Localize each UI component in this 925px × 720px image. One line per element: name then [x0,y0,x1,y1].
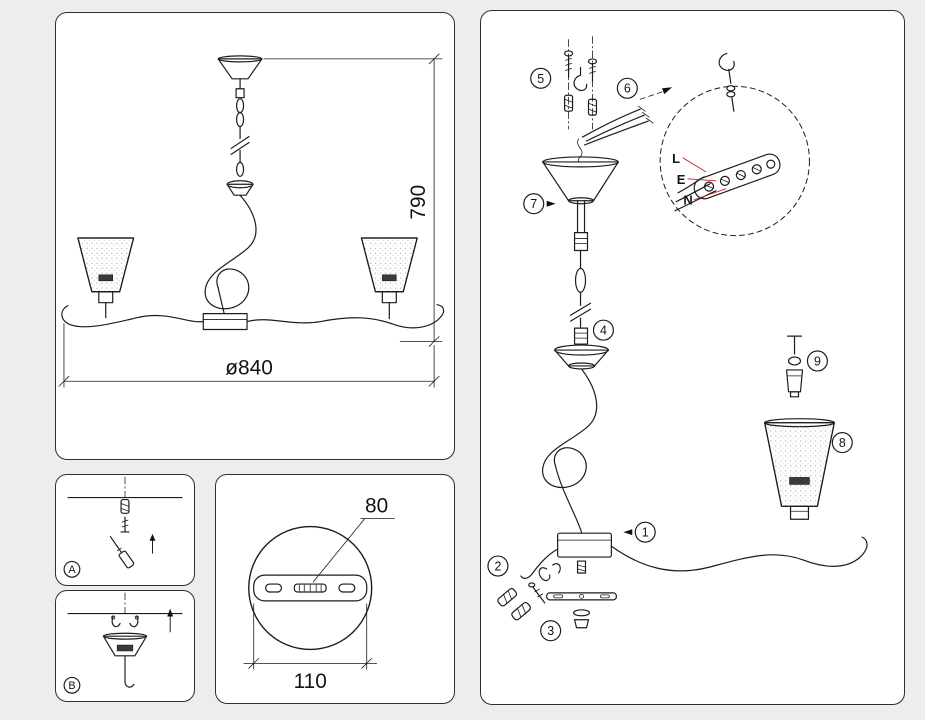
callout-5-number: 5 [537,72,544,86]
width-dimension-label: ø840 [225,356,273,379]
chandelier-drawing [61,55,445,331]
overview-drawing: 790 ø840 [58,53,445,388]
wire-letter-earth: E [677,172,686,187]
plate-width-dimension [243,603,378,670]
decorative-loop [204,194,257,315]
callout-2-number: 2 [494,559,501,573]
callout-6: 6 [616,77,638,99]
wire-letter-live: L [672,151,680,166]
suspension-stem [569,200,592,329]
canopy [542,138,619,205]
plate-detail-panel: 80 110 [215,474,455,704]
left-shade [77,237,135,319]
wire-leader-lines [682,157,727,201]
center-body [520,532,868,579]
anchor-and-screw [120,498,130,533]
detail-pointer-arrowhead [662,87,673,95]
step-b-label: B [68,680,75,692]
plate-detail-drawing: 80 110 [243,495,395,693]
callout-5: 5 [530,67,552,89]
step-a-drawing: A [63,476,183,578]
callout-6-number: 6 [624,82,631,96]
callout-3-number: 3 [547,624,554,638]
canopy [217,55,263,99]
ceiling-section [67,476,183,499]
wire-letter-neutral: N [683,193,692,208]
mounting-plate [248,525,373,651]
canopy [102,632,148,688]
assembly-drawing: 5 6 [487,36,868,642]
stem-cup [226,180,254,196]
step-b-panel: B [55,590,195,702]
lift-arrow [167,608,174,633]
wall-anchors-group [497,563,561,621]
callout-8-number: 8 [839,436,846,450]
callout-4: 4 [592,319,614,341]
arms [61,304,445,329]
callout-9-number: 9 [814,354,821,368]
assembly-panel: 5 6 [480,10,905,705]
step-a-badge: A [63,560,81,578]
callout-3: 3 [540,620,562,642]
step-b-badge: B [63,676,81,694]
callout-1-number: 1 [642,526,649,540]
lamp-shade-exploded [764,418,835,520]
body-pointer-arrowhead [623,529,633,536]
callout-4-number: 4 [600,324,607,338]
ceiling-hook [718,52,736,112]
terminal-wires [674,176,717,212]
plate-width-dimension-label: 110 [294,670,327,693]
callout-1: 1 [634,521,656,543]
mounting-hooks [111,615,139,628]
height-dimension [263,53,443,347]
step-a-label: A [68,564,76,576]
callout-8: 8 [831,432,853,454]
fastener-stack [546,560,617,629]
suspension-chain [230,98,250,177]
decorative-loop [542,368,598,534]
screwdriver [109,535,135,569]
slot-dimension-label: 80 [365,495,388,518]
shade-finial [785,335,804,398]
step-b-drawing: B [63,592,183,694]
insert-arrow [149,533,156,554]
callout-7-number: 7 [530,197,537,211]
height-dimension-label: 790 [407,185,430,220]
right-shade [360,237,418,320]
slot-dimension-leader [312,518,395,583]
canopy-pointer-arrowhead [546,200,556,207]
callout-2: 2 [487,555,509,577]
terminal-block [693,153,781,200]
callout-7: 7 [523,193,545,215]
center-body [202,313,248,331]
wiring-detail-circle [659,52,810,237]
ceiling-section [67,592,183,615]
width-dimension [58,323,440,388]
supply-wires [581,90,665,146]
step-a-panel: A [55,474,195,586]
overview-panel: 790 ø840 [55,12,455,460]
callout-9: 9 [806,350,828,372]
ceiling-hardware-group [564,36,598,130]
